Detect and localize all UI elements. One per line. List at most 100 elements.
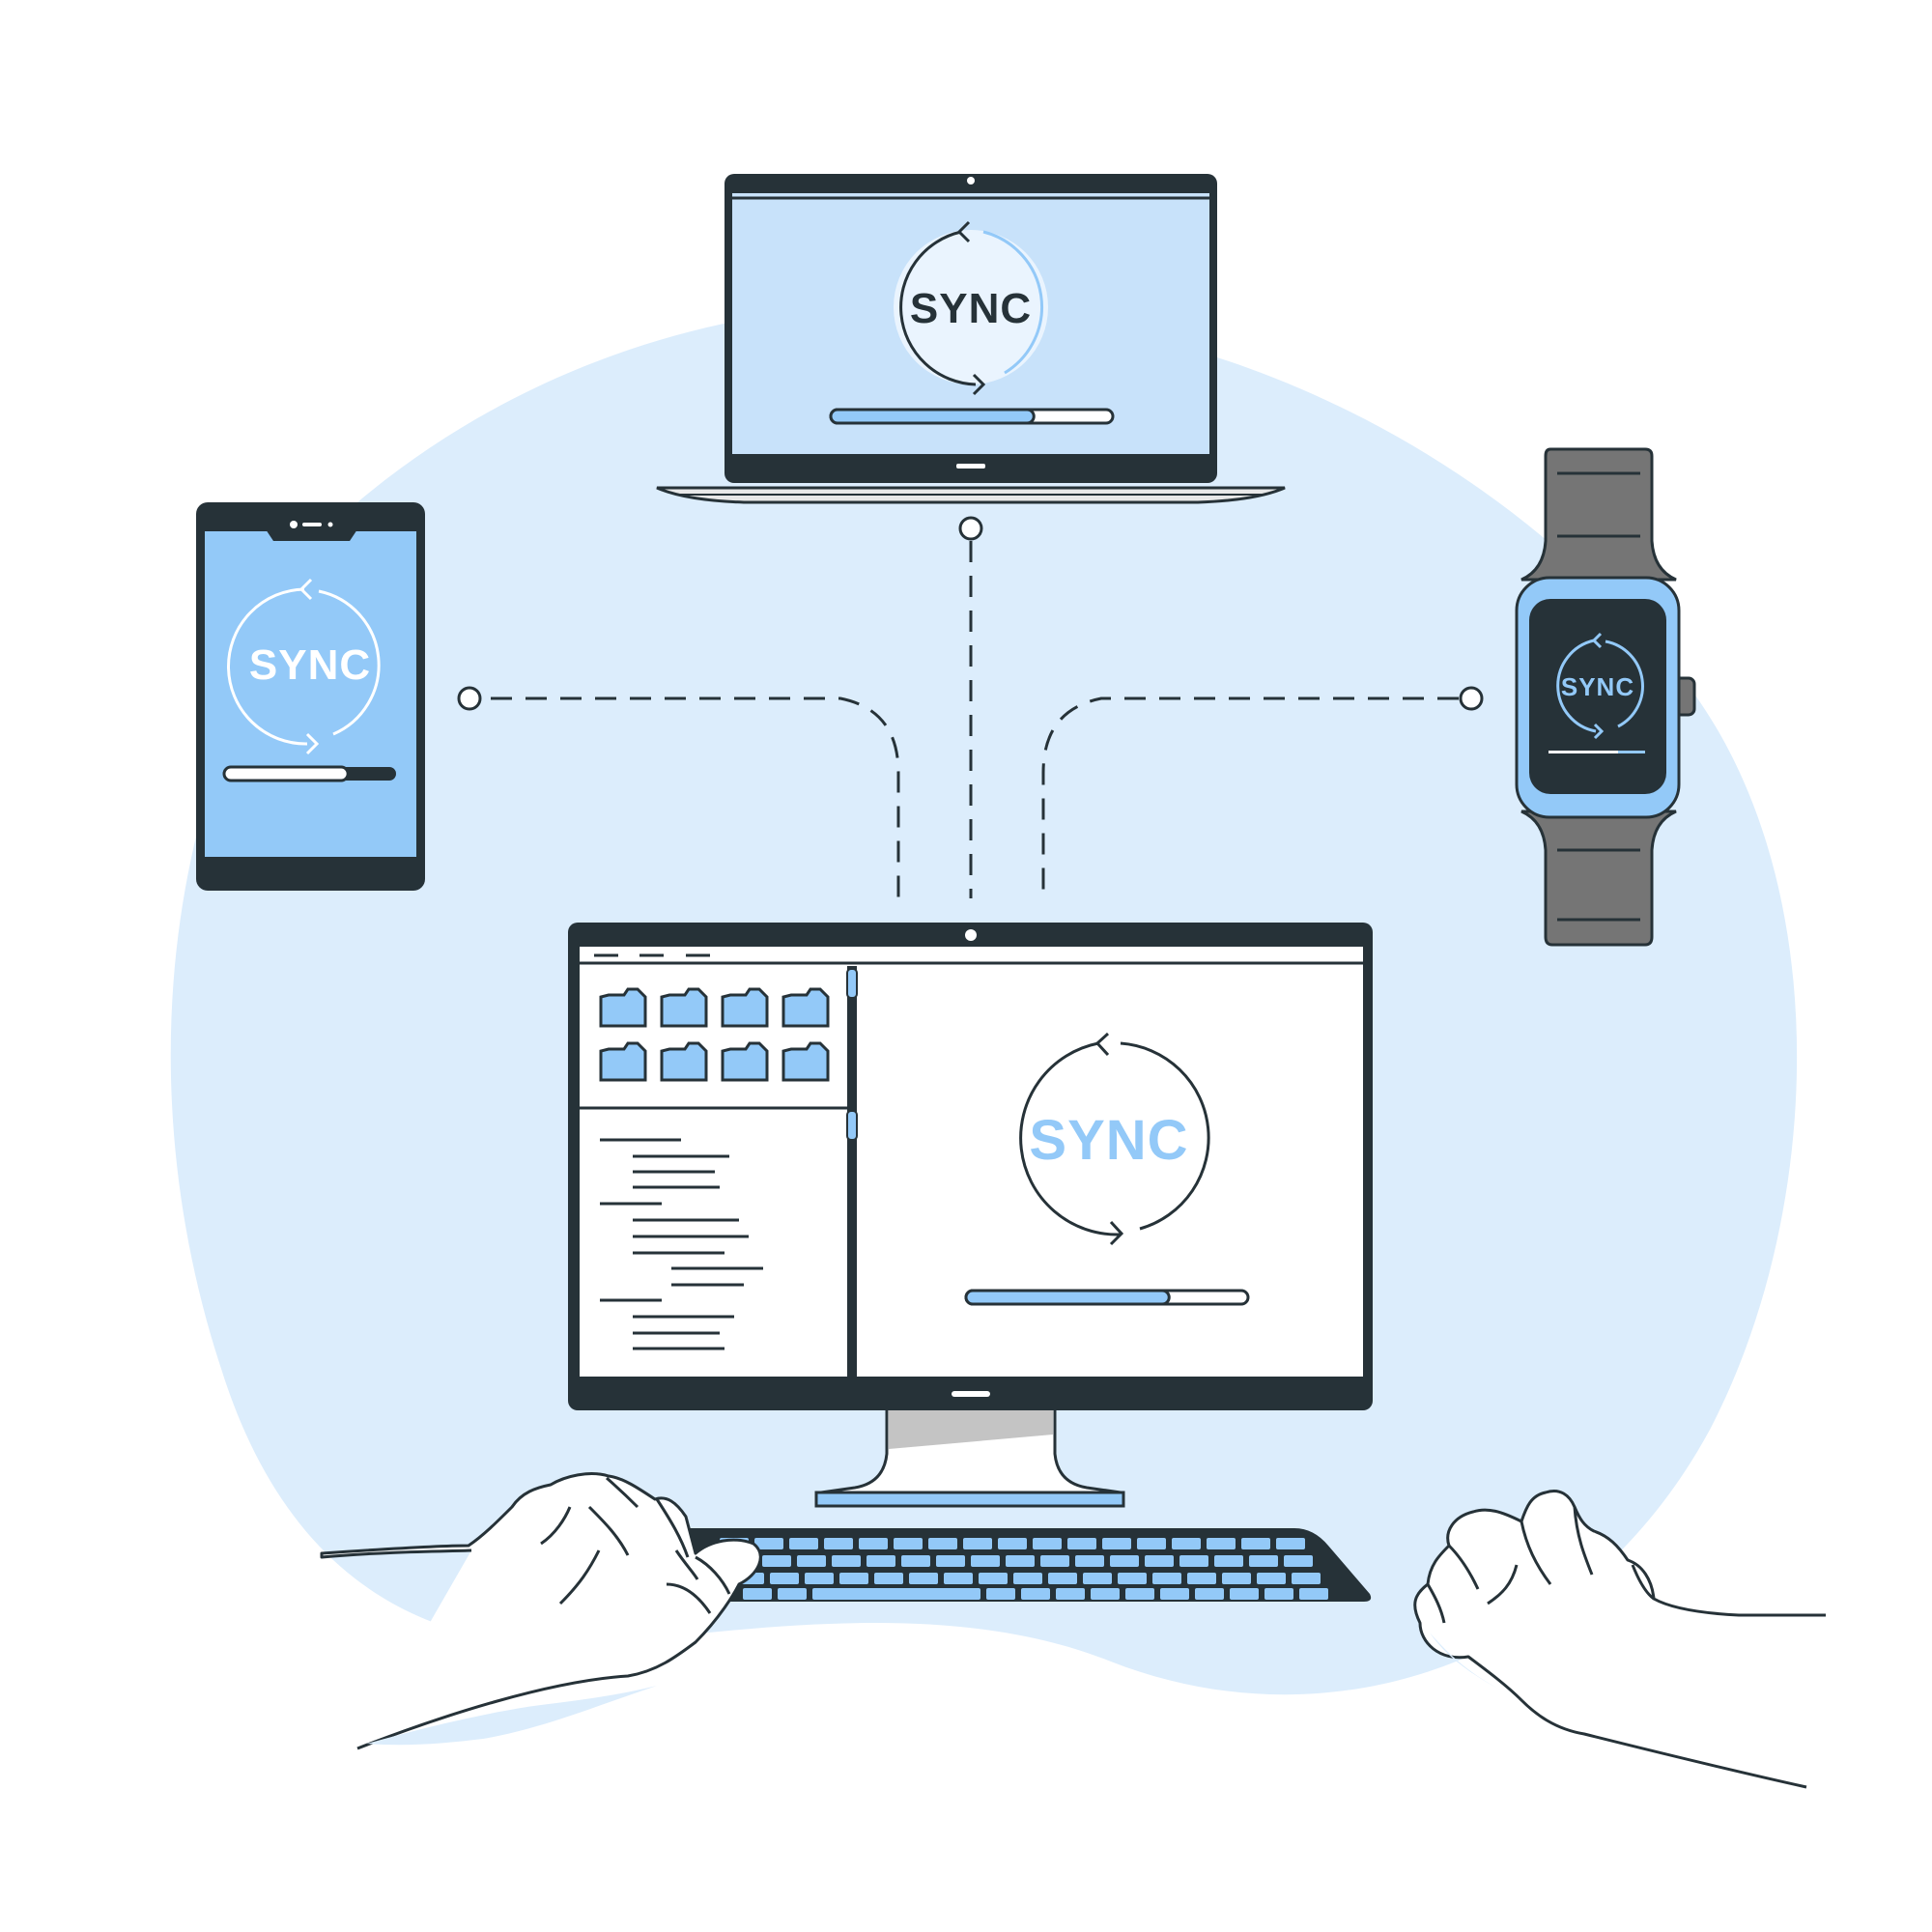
keyboard-key bbox=[1102, 1538, 1131, 1549]
keyboard-key bbox=[1083, 1573, 1112, 1584]
keyboard-key bbox=[1056, 1588, 1085, 1600]
keyboard-keys bbox=[720, 1538, 1328, 1600]
keyboard-key bbox=[812, 1588, 980, 1600]
keyboard-key bbox=[1299, 1588, 1328, 1600]
webcam-icon bbox=[967, 177, 975, 185]
keyboard-key bbox=[874, 1573, 903, 1584]
file-list-lines bbox=[600, 1138, 763, 1350]
keyboard-key bbox=[832, 1555, 861, 1567]
folder-grid bbox=[599, 987, 830, 1082]
monitor-scrollbar bbox=[847, 966, 857, 1377]
keyboard-key bbox=[1195, 1588, 1224, 1600]
folder-icon bbox=[721, 987, 769, 1028]
phone: SYNC bbox=[196, 502, 425, 891]
keyboard-key bbox=[901, 1555, 930, 1567]
connector-node-watch bbox=[1459, 686, 1484, 711]
keyboard-key bbox=[839, 1573, 868, 1584]
keyboard-key bbox=[979, 1573, 1008, 1584]
laptop-sync-label: SYNC bbox=[910, 285, 1032, 332]
keyboard-key bbox=[789, 1538, 818, 1549]
keyboard-key bbox=[1187, 1573, 1216, 1584]
keyboard-key bbox=[909, 1573, 938, 1584]
keyboard-key bbox=[1033, 1538, 1062, 1549]
keyboard-key bbox=[754, 1538, 783, 1549]
keyboard-key bbox=[1048, 1573, 1077, 1584]
connector-node-laptop bbox=[958, 516, 983, 541]
watch-band-top bbox=[1520, 447, 1677, 582]
keyboard-key bbox=[805, 1573, 834, 1584]
phone-camera-icon bbox=[290, 521, 298, 528]
monitor-progress-fill bbox=[964, 1289, 1171, 1306]
keyboard-key bbox=[1230, 1588, 1259, 1600]
keyboard-key bbox=[1091, 1588, 1120, 1600]
keyboard-key bbox=[963, 1538, 992, 1549]
keyboard-key bbox=[778, 1588, 807, 1600]
watch-screen bbox=[1529, 599, 1666, 794]
keyboard-key bbox=[1040, 1555, 1069, 1567]
keyboard-key bbox=[797, 1555, 826, 1567]
keyboard-key bbox=[770, 1573, 799, 1584]
keyboard-key bbox=[1264, 1588, 1293, 1600]
connector-lines bbox=[491, 541, 1459, 898]
keyboard-key bbox=[998, 1538, 1027, 1549]
keyboard-key bbox=[867, 1555, 895, 1567]
webcam-icon bbox=[965, 929, 977, 941]
phone-sync-label: SYNC bbox=[249, 641, 371, 689]
right-hand bbox=[1413, 1490, 1826, 1789]
left-hand-shadow bbox=[367, 1686, 657, 1746]
watch-sync-label: SYNC bbox=[1561, 672, 1634, 701]
keyboard-key bbox=[1006, 1555, 1035, 1567]
phone-screen bbox=[205, 531, 416, 857]
keyboard-key bbox=[1021, 1588, 1050, 1600]
laptop: SYNC bbox=[656, 174, 1286, 504]
keyboard-key bbox=[1179, 1555, 1208, 1567]
folder-icon bbox=[599, 1041, 647, 1082]
keyboard bbox=[676, 1528, 1372, 1602]
keyboard-key bbox=[1160, 1588, 1189, 1600]
folder-icon bbox=[660, 1041, 708, 1082]
watch-progress-fill bbox=[1548, 751, 1618, 753]
phone-progress-fill bbox=[222, 765, 350, 782]
smartwatch: SYNC bbox=[1515, 447, 1696, 947]
keyboard-key bbox=[1292, 1573, 1321, 1584]
folder-icon bbox=[781, 1041, 830, 1082]
keyboard-key bbox=[1013, 1573, 1042, 1584]
keyboard-key bbox=[1110, 1555, 1139, 1567]
keyboard-key bbox=[1145, 1555, 1174, 1567]
keyboard-key bbox=[928, 1538, 957, 1549]
left-hand bbox=[320, 1472, 762, 1750]
monitor-stand-base bbox=[814, 1491, 1125, 1508]
folder-icon bbox=[660, 987, 708, 1028]
monitor-scroll-thumb-1 bbox=[846, 968, 858, 999]
keyboard-key bbox=[1067, 1538, 1096, 1549]
sync-arrows-icon bbox=[1556, 632, 1644, 740]
keyboard-key bbox=[1118, 1573, 1147, 1584]
sync-arrows-icon bbox=[227, 578, 381, 755]
keyboard-key bbox=[1249, 1555, 1278, 1567]
keyboard-key bbox=[971, 1555, 1000, 1567]
keyboard-key bbox=[1075, 1555, 1104, 1567]
desktop-monitor: SYNC bbox=[568, 923, 1373, 1508]
folder-icon bbox=[599, 987, 647, 1028]
monitor-scroll-thumb-2 bbox=[846, 1110, 858, 1141]
keyboard-key bbox=[762, 1555, 791, 1567]
keyboard-key bbox=[1214, 1555, 1243, 1567]
keyboard-key bbox=[986, 1588, 1015, 1600]
monitor-sync-label: SYNC bbox=[1029, 1109, 1188, 1172]
sync-arrows-icon bbox=[899, 220, 1043, 396]
keyboard-key bbox=[894, 1538, 923, 1549]
keyboard-key bbox=[1125, 1588, 1154, 1600]
keyboard-key bbox=[936, 1555, 965, 1567]
keyboard-key bbox=[1207, 1538, 1236, 1549]
keyboard-key bbox=[1276, 1538, 1305, 1549]
keyboard-key bbox=[743, 1588, 772, 1600]
keyboard-key bbox=[1152, 1573, 1181, 1584]
keyboard-key bbox=[1284, 1555, 1313, 1567]
keyboard-key bbox=[1241, 1538, 1270, 1549]
keyboard-key bbox=[1257, 1573, 1286, 1584]
laptop-progress-fill bbox=[829, 408, 1036, 425]
keyboard-key bbox=[1137, 1538, 1166, 1549]
keyboard-key bbox=[859, 1538, 888, 1549]
sync-arrows-icon bbox=[1019, 1032, 1210, 1246]
